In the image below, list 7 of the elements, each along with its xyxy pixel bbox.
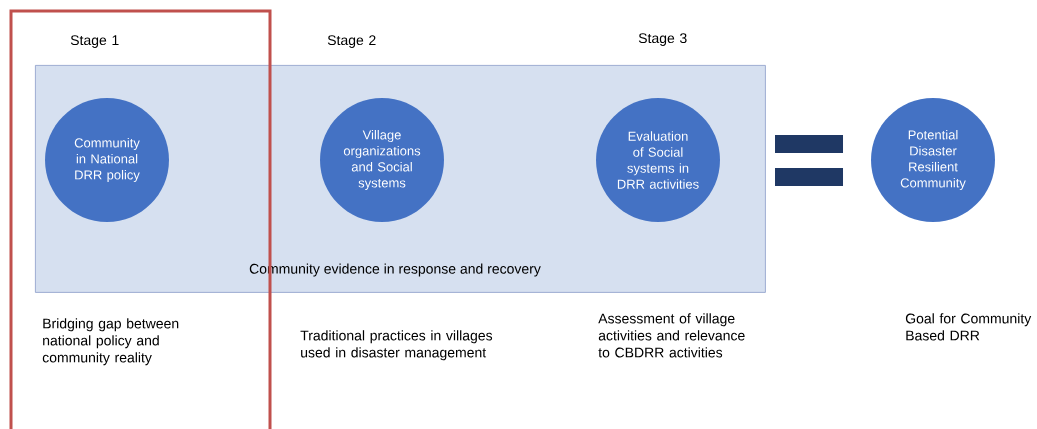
description-text: Bridging gap between national policy and community reality bbox=[42, 318, 179, 366]
stage-label: Stage 3 bbox=[638, 33, 687, 46]
stage-label: Stage 1 bbox=[70, 35, 119, 48]
description-text: Goal for Community Based DRR bbox=[905, 313, 1032, 341]
description-text: Traditional practices in villages used in disaster management bbox=[300, 330, 493, 361]
stage-label: Stage 2 bbox=[327, 35, 376, 48]
description-text: Assessment of village activities and relevance to CBDRR activities bbox=[598, 313, 745, 358]
